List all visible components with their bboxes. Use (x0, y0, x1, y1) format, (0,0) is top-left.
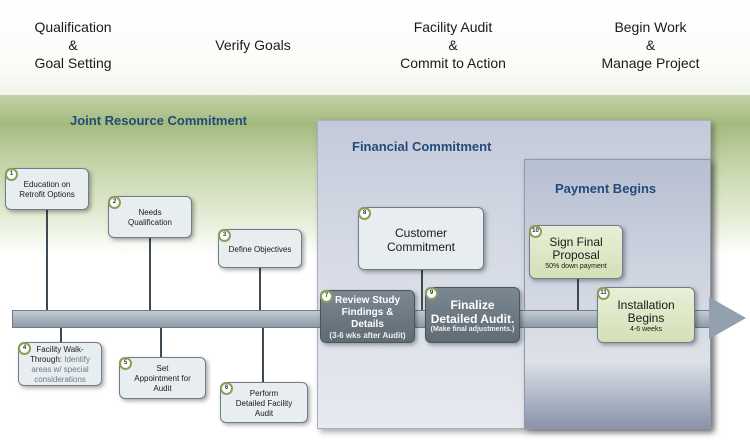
step-5-box: Set Appointment for Audit (119, 357, 206, 399)
step-9-label: Finalize Detailed Audit. (Make final adj… (430, 298, 515, 334)
step-9-number: 9 (425, 287, 438, 300)
step-1-box: Education on Retrofit Options (5, 168, 89, 210)
step-10-sub: 50% down payment (545, 262, 607, 270)
connector-1 (46, 210, 48, 311)
step-10-label: Sign Final Proposal 50% down payment (534, 234, 618, 271)
step-6-box: Perform Detailed Facility Audit (220, 382, 308, 423)
step-10-text: Sign Final Proposal (549, 234, 603, 262)
step-7-box: Review Study Findings & Details (3-6 wks… (320, 290, 415, 343)
step-3-number: 3 (218, 229, 231, 242)
step-2-label: Needs Qualification (127, 208, 173, 227)
step-5-label: Set Appointment for Audit (134, 364, 191, 393)
step-8-number: 8 (358, 207, 371, 220)
step-2-number: 2 (108, 196, 121, 209)
joint-resource-title: Joint Resource Commitment (70, 113, 247, 128)
step-8-box: Customer Commitment (358, 207, 484, 270)
phase-qualification: Qualification&Goal Setting (34, 19, 112, 71)
step-9-sub: (Make final adjustments.) (430, 326, 515, 333)
step-3-label: Define Objectives (228, 244, 292, 254)
step-11-text: Installation Begins (617, 297, 675, 325)
step-7-text: Review Study Findings & Details (334, 294, 401, 330)
phase-verify-goals: Verify Goals (215, 37, 291, 53)
timeline-arrow-head (709, 297, 746, 339)
step-7-label: Review Study Findings & Details (3-6 wks… (325, 295, 410, 341)
step-4-text: Facility Walk-Through: (29, 345, 84, 364)
financial-commitment-title: Financial Commitment (352, 139, 492, 154)
step-10-number: 10 (529, 225, 542, 238)
connector-5 (160, 326, 162, 358)
step-4-label: Facility Walk-Through: Identify areas w/… (23, 345, 97, 385)
phase-header-band (0, 0, 750, 105)
step-10-box: Sign Final Proposal 50% down payment (529, 225, 623, 279)
phase-begin-work: Begin Work&Manage Project (601, 19, 700, 71)
step-3-box: Define Objectives (218, 229, 302, 268)
step-5-number: 5 (119, 357, 132, 370)
connector-8 (421, 270, 423, 311)
step-7-sub: (3-6 wks after Audit) (329, 330, 406, 340)
step-11-number: 11 (597, 287, 610, 300)
step-7-number: 7 (320, 290, 333, 303)
step-11-label: Installation Begins 4-6 weeks (602, 297, 690, 334)
step-9-text: Finalize Detailed Audit. (430, 298, 515, 326)
step-8-label: Customer Commitment (386, 225, 455, 254)
step-4-highlight: Identify areas w/ special considerations (31, 355, 91, 384)
step-9-box: Finalize Detailed Audit. (Make final adj… (425, 287, 520, 343)
step-4-number: 4 (18, 342, 31, 355)
step-11-sub: 4-6 weeks (630, 325, 662, 333)
step-11-box: Installation Begins 4-6 weeks (597, 287, 695, 343)
payment-begins-title: Payment Begins (555, 181, 657, 196)
phase-facility-audit: Facility Audit&Commit to Action (400, 19, 506, 71)
connector-4 (60, 326, 62, 344)
step-6-number: 6 (220, 382, 233, 395)
step-6-label: Perform Detailed Facility Audit (235, 388, 293, 418)
step-1-number: 1 (5, 168, 18, 181)
connector-2 (149, 238, 151, 311)
connector-6 (262, 326, 264, 384)
step-2-box: Needs Qualification (108, 196, 192, 238)
connector-10 (577, 278, 579, 311)
step-1-label: Education on Retrofit Options (19, 180, 75, 199)
step-4-box: Facility Walk-Through: Identify areas w/… (18, 342, 102, 386)
connector-3 (259, 268, 261, 311)
